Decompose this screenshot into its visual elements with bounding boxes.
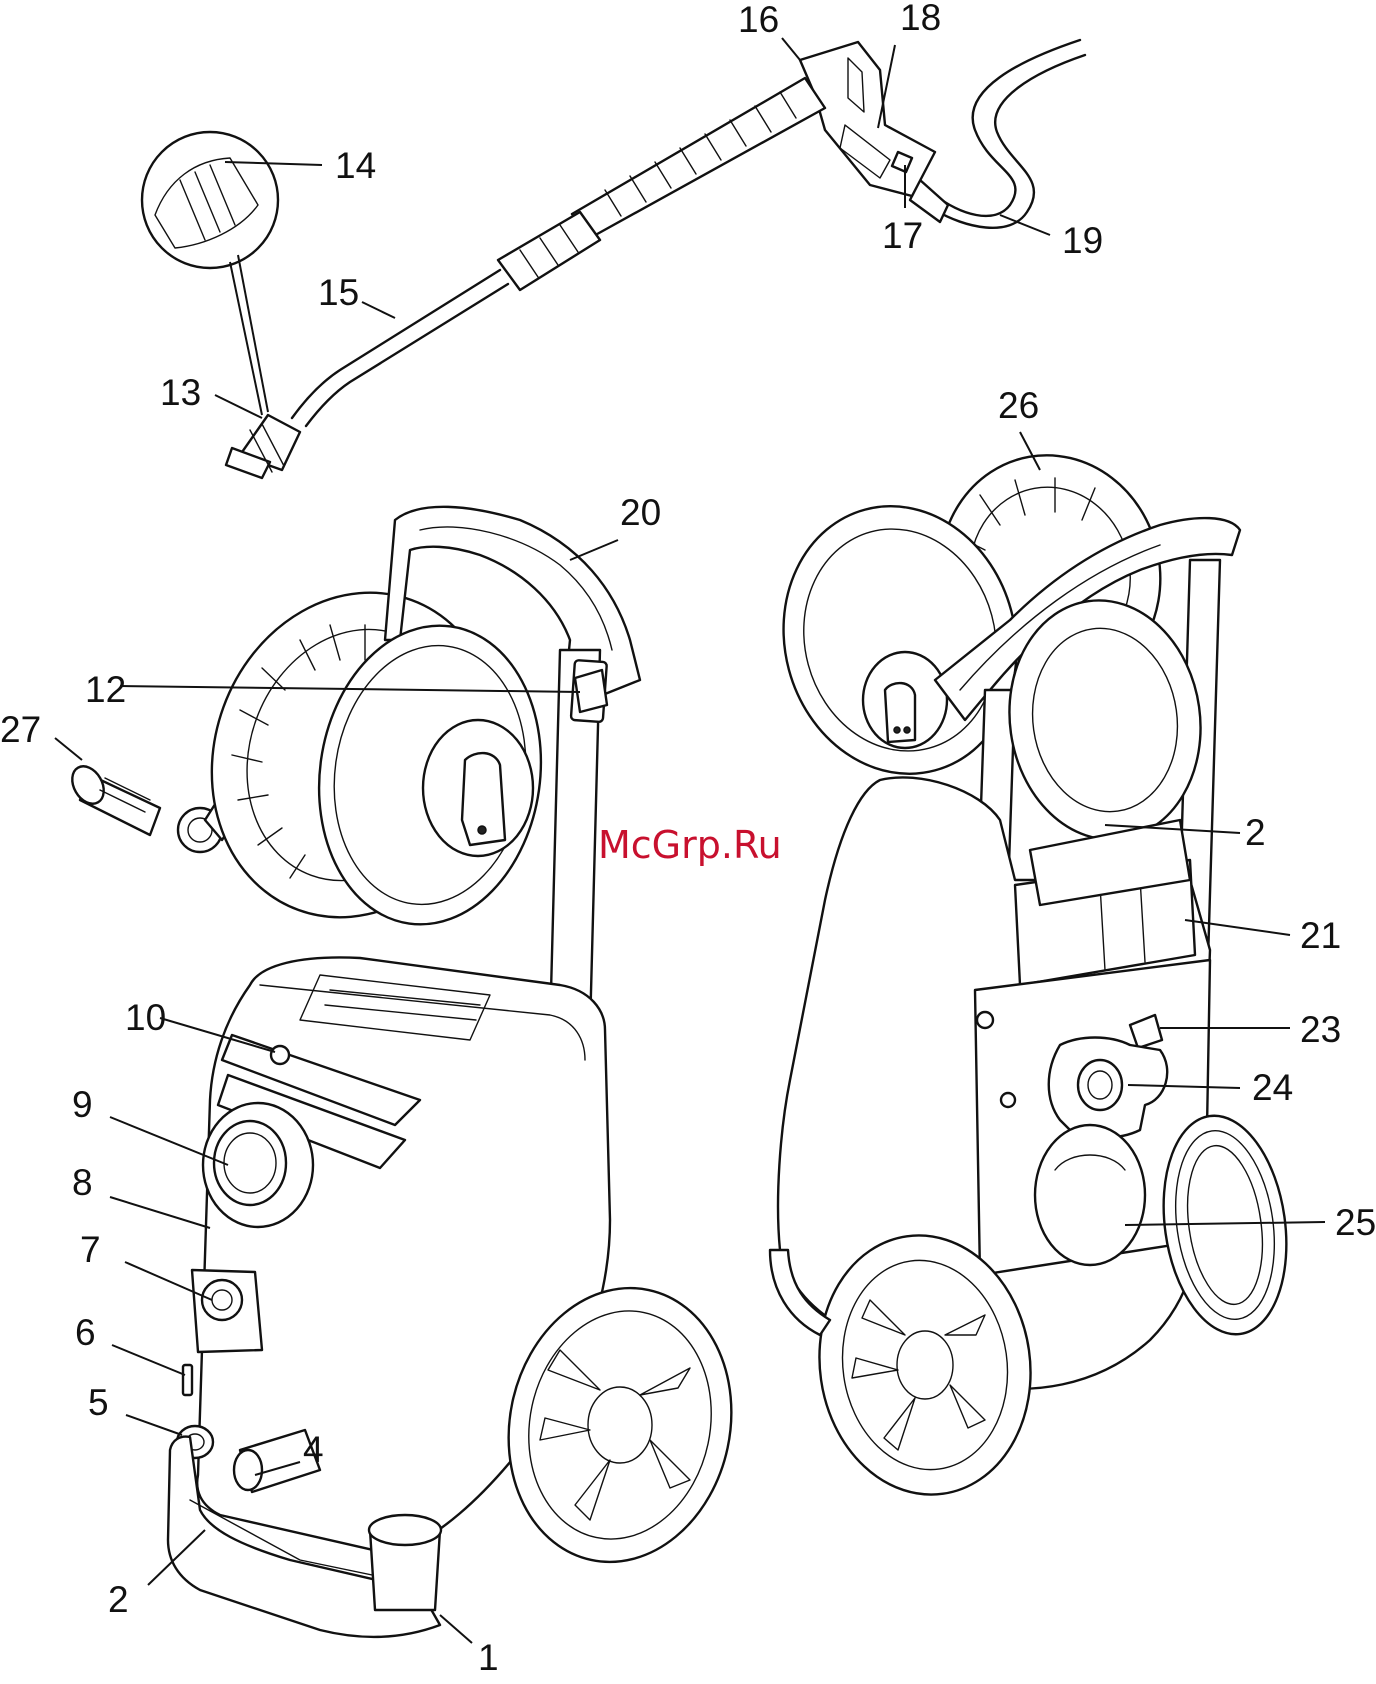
pressure-washer-front-view [66, 507, 756, 1637]
control-lamp [183, 1365, 192, 1395]
callout-17: 17 [882, 215, 923, 256]
callout-2-right: 2 [1245, 812, 1266, 853]
callout-27: 27 [0, 709, 41, 750]
callout-19: 19 [1062, 220, 1103, 261]
spray-gun-assembly [142, 40, 1085, 478]
callout-13: 13 [160, 372, 201, 413]
callout-6: 6 [75, 1312, 96, 1353]
callout-5: 5 [88, 1382, 109, 1423]
callout-26: 26 [998, 385, 1039, 426]
pressure-washer-rear-view [754, 438, 1300, 1509]
trigger-gun [800, 42, 935, 196]
spray-lance-grip [572, 78, 825, 238]
callout-7: 7 [80, 1229, 101, 1270]
callout-8: 8 [72, 1162, 93, 1203]
callout-9: 9 [72, 1084, 93, 1125]
callout-12: 12 [85, 669, 126, 710]
callout-4: 4 [303, 1429, 324, 1470]
callout-23: 23 [1300, 1009, 1341, 1050]
callout-18: 18 [900, 0, 941, 38]
callout-16: 16 [738, 0, 779, 40]
callout-14: 14 [335, 145, 376, 186]
callout-21: 21 [1300, 915, 1341, 956]
watermark: McGrp.Ru [598, 823, 782, 867]
callout-24: 24 [1252, 1067, 1293, 1108]
detergent-tank [1035, 1125, 1145, 1265]
deck-screw [271, 1046, 289, 1064]
callout-2-left: 2 [108, 1579, 129, 1620]
callout-1: 1 [478, 1637, 499, 1678]
callout-20: 20 [620, 492, 661, 533]
callout-15: 15 [318, 272, 359, 313]
callout-10: 10 [125, 997, 166, 1038]
callout-25: 25 [1335, 1202, 1376, 1243]
